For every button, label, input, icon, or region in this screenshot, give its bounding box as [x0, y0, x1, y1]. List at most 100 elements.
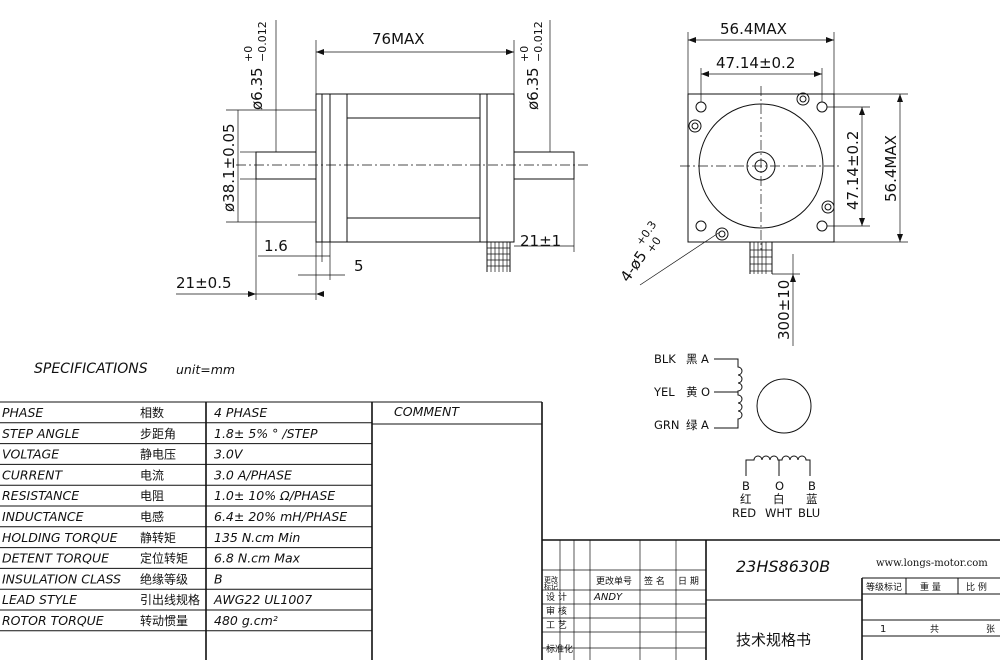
title-block: 更改 标记 更改单号 签 名 日 期 设 计 审 核 工 艺 标准化 ANDY … — [541, 539, 1000, 660]
spec-value: 1.8± 5% ° /STEP — [214, 426, 318, 441]
wire-color-cn: 蓝 — [806, 492, 818, 506]
spec-unit: unit=mm — [176, 362, 235, 377]
spec-value: 3.0 A/PHASE — [214, 467, 292, 482]
wire-color: GRN — [654, 418, 680, 432]
spec-label-cn: 电感 — [140, 509, 164, 524]
tb-grade-mark: 等级标记 — [866, 581, 902, 593]
tb-design: 设 计 — [546, 591, 567, 603]
front-view: 56.4MAX 47.14±0.2 47.14±0.2 56.4MAX 4-ø5… — [617, 20, 908, 346]
dim-shaft-len-front: 21±0.5 — [176, 274, 232, 292]
spec-title: SPECIFICATIONS — [34, 361, 148, 377]
dim-length: 76MAX — [372, 30, 425, 48]
spec-label-cn: 步距角 — [140, 427, 176, 441]
svg-text:+0: +0 — [242, 46, 255, 62]
wire-color-cn: 黑 — [686, 352, 698, 366]
lead-wires — [486, 242, 511, 272]
spec-label-cn: 转动惯量 — [140, 613, 188, 628]
svg-text:−0.012: −0.012 — [532, 21, 545, 62]
wire-color: BLK — [654, 352, 676, 366]
wire-color-cn: 红 — [740, 492, 752, 506]
dim-hole-spacing-v: 47.14±0.2 — [844, 131, 862, 210]
front-lead-wires — [749, 242, 773, 274]
wire-color-cn: 黄 — [686, 385, 698, 399]
tb-review: 审 核 — [546, 605, 567, 617]
spec-rows: PHASE 相数 4 PHASE STEP ANGLE 步距角 1.8± 5% ° /ST… — [0, 405, 372, 632]
tb-model: 23HS8630B — [736, 557, 830, 576]
tb-standard: 标准化 — [546, 643, 573, 655]
tb-process: 工 艺 — [546, 620, 567, 631]
wire-color: WHT — [765, 506, 793, 520]
spec-label: STEP ANGLE — [2, 426, 80, 441]
spec-label: RESISTANCE — [2, 488, 79, 503]
wire-terminal: B — [742, 479, 750, 493]
dim-face-height: 56.4MAX — [882, 135, 900, 202]
svg-text:标记: 标记 — [544, 582, 558, 591]
dim-mount-holes: 4-ø5 — [617, 247, 651, 285]
dim-shaft-dia-right: ø6.35 — [524, 67, 542, 110]
spec-value: 3.0V — [214, 447, 244, 462]
wire-terminal: A — [701, 352, 709, 366]
wire-color-cn: 白 — [773, 492, 785, 506]
spec-label: PHASE — [2, 405, 43, 420]
spec-label-cn: 引出线规格 — [140, 592, 200, 607]
dim-lead-length: 300±10 — [775, 280, 793, 340]
spec-value: 480 g.cm² — [214, 613, 278, 628]
spec-label: VOLTAGE — [2, 447, 59, 462]
spec-label: HOLDING TORQUE — [2, 530, 118, 545]
dim-boss-height: 1.6 — [264, 237, 288, 255]
spec-value: 135 N.cm Min — [214, 530, 300, 545]
dim-face-width: 56.4MAX — [720, 20, 787, 38]
tb-rev-mark: 更改 — [544, 575, 558, 584]
tb-sheet-count: 1 — [880, 624, 886, 635]
spec-comment-header: COMMENT — [394, 404, 460, 419]
spec-label: INDUCTANCE — [2, 509, 84, 524]
tb-change-no: 更改单号 — [596, 575, 632, 587]
spec-value: AWG22 UL1007 — [213, 592, 312, 607]
tb-ratio: 比 例 — [966, 581, 987, 593]
wire-color: BLU — [798, 506, 820, 520]
wire-color: YEL — [653, 385, 675, 399]
spec-label: CURRENT — [2, 467, 63, 482]
tb-total: 共 — [930, 624, 939, 635]
spec-label-cn: 电阻 — [140, 489, 164, 503]
spec-label: LEAD STYLE — [2, 592, 77, 607]
wire-color-cn: 绿 — [686, 418, 698, 432]
tb-doc-name: 技术规格书 — [736, 631, 811, 649]
spec-value: 1.0± 10% Ω/PHASE — [214, 488, 335, 503]
svg-text:−0.012: −0.012 — [256, 21, 269, 62]
spec-label-cn: 电流 — [140, 468, 164, 482]
spec-label-cn: 静转矩 — [140, 530, 176, 545]
spec-value: B — [214, 571, 223, 586]
tb-date: 日 期 — [678, 576, 699, 587]
spec-label: INSULATION CLASS — [2, 571, 121, 586]
spec-value: 4 PHASE — [214, 405, 267, 420]
tb-weight: 重 量 — [920, 581, 941, 593]
spec-value: 6.4± 20% mH/PHASE — [214, 509, 347, 524]
spec-label-cn: 静电压 — [140, 448, 176, 462]
dim-shaft-dia-left: ø6.35 — [248, 67, 266, 110]
dim-boss-dia: ø38.1±0.05 — [220, 123, 238, 212]
rotor-symbol — [756, 378, 812, 434]
spec-label-cn: 相数 — [140, 405, 164, 420]
spec-label: DETENT TORQUE — [2, 551, 109, 566]
spec-label-cn: 绝缘等级 — [140, 571, 188, 586]
tb-url: www.longs-motor.com — [876, 558, 988, 569]
specifications: SPECIFICATIONS unit=mm PHASE 相数 4 PHASE STE… — [0, 361, 543, 660]
wire-terminal: A — [701, 418, 709, 432]
wire-color: RED — [732, 506, 756, 520]
wire-terminal: B — [808, 479, 816, 493]
side-view: 76MAX ø6.35 +0 −0.012 ø6.35 +0 −0.012 ø3… — [176, 20, 590, 300]
svg-text:+0: +0 — [518, 46, 531, 62]
spec-label-cn: 定位转矩 — [140, 551, 188, 566]
tb-sign: 签 名 — [644, 575, 665, 587]
dim-flange-thick: 5 — [354, 257, 364, 275]
spec-label: ROTOR TORQUE — [2, 613, 104, 628]
tb-sheet: 张 — [986, 624, 995, 635]
dim-hole-spacing-h: 47.14±0.2 — [716, 54, 795, 72]
spec-value: 6.8 N.cm Max — [214, 551, 301, 566]
wire-terminal: O — [701, 385, 710, 399]
tb-designer: ANDY — [593, 592, 623, 603]
